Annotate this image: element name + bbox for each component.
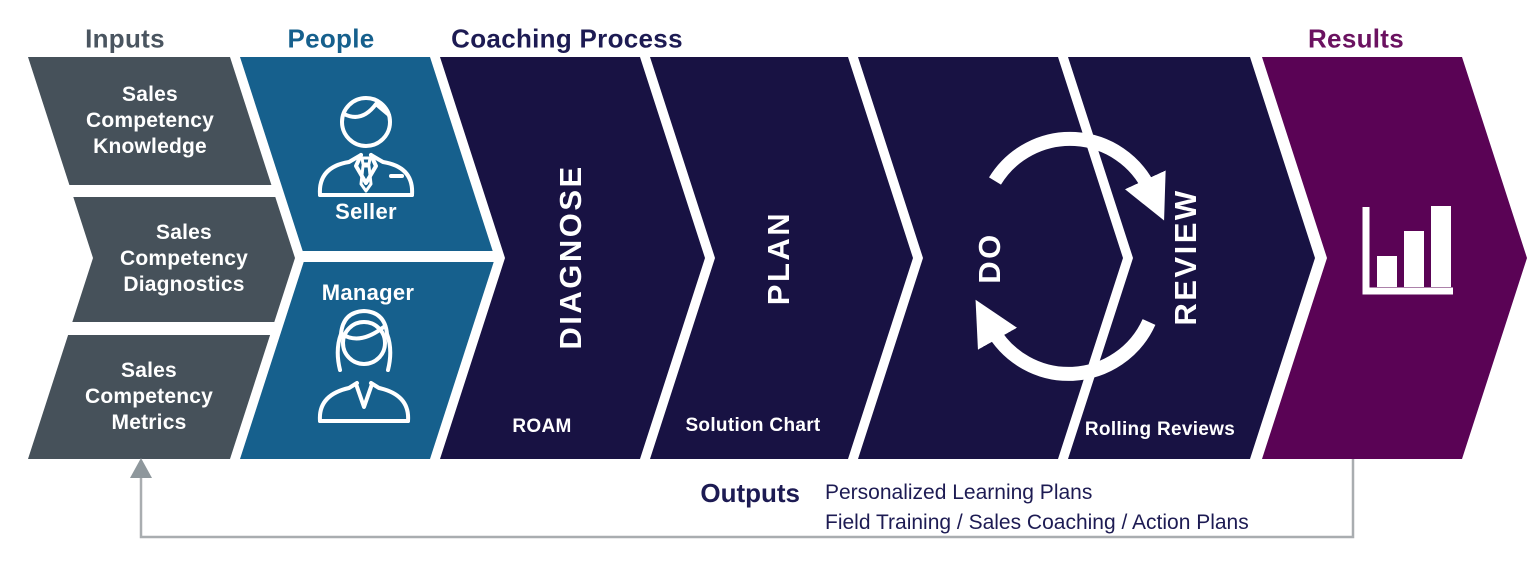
outputs-line-2: Field Training / Sales Coaching / Action… (825, 511, 1249, 534)
coaching-process-header: Coaching Process (451, 23, 683, 54)
sublabel-rolling-reviews: Rolling Reviews (1084, 419, 1236, 440)
sublabel-roam: ROAM (512, 416, 572, 437)
feedback-arrow (130, 458, 1355, 539)
people-chevron-manager (240, 262, 494, 459)
sublabel-solution-chart: Solution Chart (685, 415, 821, 436)
manager-label: Manager (321, 280, 415, 305)
seller-icon (317, 96, 415, 197)
step-chevron-diagnose (440, 57, 705, 459)
manager-icon (317, 309, 411, 423)
outputs-line-1: Personalized Learning Plans (825, 481, 1093, 504)
step-chevron-do (858, 57, 1123, 459)
step-label-review: REVIEW (1168, 188, 1203, 326)
step-chevron-plan (650, 57, 913, 459)
outputs-lines: Personalized Learning Plans Field Traini… (825, 478, 1249, 538)
inputs-header: Inputs (85, 23, 165, 54)
input-item-knowledge: Sales Competency Knowledge (85, 83, 215, 158)
people-header: People (287, 23, 375, 54)
outputs-label: Outputs (700, 478, 800, 508)
input-item-metrics: Sales Competency Metrics (84, 359, 214, 434)
input-item-diagnostics: Sales Competency Diagnostics (119, 221, 249, 296)
inputs-chevron-slice-diagnostics (72, 197, 295, 322)
inputs-chevron-slice-metrics (28, 335, 271, 459)
bar-chart-icon (1362, 206, 1453, 295)
inputs-chevron-slice-knowledge (28, 57, 272, 185)
step-label-do: DO (972, 232, 1007, 284)
cycle-arrows-icon (975, 131, 1166, 381)
seller-label: Seller (335, 199, 397, 224)
people-chevron-seller (240, 57, 493, 251)
results-header: Results (1307, 23, 1405, 54)
step-label-diagnose: DIAGNOSE (553, 164, 588, 350)
step-label-plan: PLAN (761, 210, 796, 306)
